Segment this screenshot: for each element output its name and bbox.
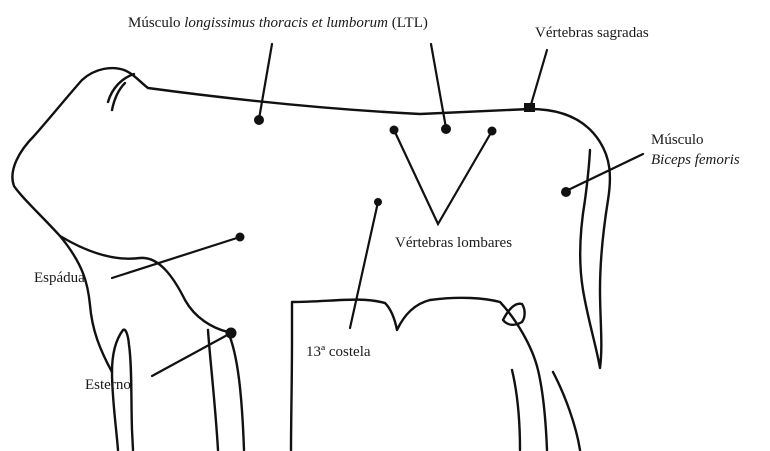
ltl-label: Músculo longissimus thoracis et lumborum… xyxy=(128,15,428,31)
rib13-label: 13ª costela xyxy=(306,344,371,360)
lumbar-v-lines xyxy=(394,130,492,224)
lumbar-ltl-leader-line xyxy=(431,44,446,128)
esterno-point xyxy=(226,328,237,339)
biceps-leader-line xyxy=(566,154,643,191)
ltl-point xyxy=(254,115,264,125)
espadua-label: Espádua xyxy=(34,270,85,286)
biceps-label-line2: Biceps femoris xyxy=(651,152,740,168)
esterno-label: Esterno xyxy=(85,377,131,393)
biceps-point xyxy=(561,187,571,197)
animal-ear-inner xyxy=(112,83,125,110)
ltl-leader-line xyxy=(259,44,272,119)
sacral-label: Vértebras sagradas xyxy=(535,25,649,41)
lumbar-point-right xyxy=(488,127,497,136)
animal-foreleg-outline xyxy=(208,330,244,450)
lumbar-point-center xyxy=(441,124,451,134)
lumbar-point-left xyxy=(390,126,399,135)
animal-head-back-outline xyxy=(12,68,610,372)
rib13-leader-line xyxy=(350,202,378,328)
sacral-point xyxy=(524,103,535,112)
biceps-label-line1: Músculo xyxy=(651,132,704,148)
sacral-leader-line xyxy=(530,50,547,108)
lumbar-label: Vértebras lombares xyxy=(395,235,512,251)
animal-belly-outline xyxy=(291,298,547,450)
esterno-leader-line xyxy=(152,333,231,376)
espadua-point xyxy=(236,233,245,242)
animal-udder-outline xyxy=(503,304,525,325)
rib13-point xyxy=(374,198,382,206)
